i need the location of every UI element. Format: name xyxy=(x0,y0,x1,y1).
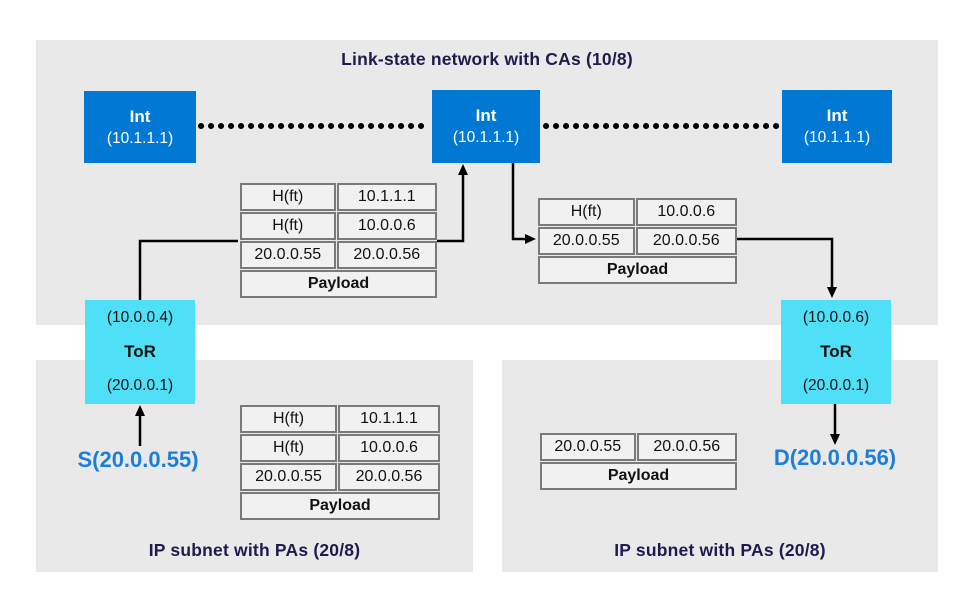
header-value: 10.1.1.1 xyxy=(338,405,440,433)
right-subnet-caption: IP subnet with PAs (20/8) xyxy=(614,540,826,560)
payload-cell: Payload xyxy=(240,270,437,298)
header-field: H(ft) xyxy=(240,212,336,240)
destination-address: 20.0.0.56 xyxy=(636,433,737,461)
backbone-title: Link-state network with CAs (10/8) xyxy=(341,49,633,69)
int-router-middle-address: (10.1.1.1) xyxy=(452,129,520,146)
packet-row: 20.0.0.55 20.0.0.56 xyxy=(240,463,440,491)
header-field: H(ft) xyxy=(538,198,635,226)
payload-cell: Payload xyxy=(240,492,440,520)
payload-cell: Payload xyxy=(540,462,737,490)
tor-left-name: ToR xyxy=(124,342,156,361)
source-address: 20.0.0.55 xyxy=(240,463,337,491)
header-value: 10.1.1.1 xyxy=(336,183,437,211)
destination-address: 20.0.0.56 xyxy=(336,241,437,269)
header-value: 10.0.0.6 xyxy=(338,434,440,462)
packet-table-mid-right: H(ft) 10.0.0.6 20.0.0.55 20.0.0.56 Paylo… xyxy=(538,198,737,284)
int-router-left: Int (10.1.1.1) xyxy=(84,91,196,163)
tor-right-pa-address: (20.0.0.1) xyxy=(802,377,870,394)
destination-address: 20.0.0.56 xyxy=(635,227,737,255)
packet-row: Payload xyxy=(538,256,737,284)
packet-row: Payload xyxy=(540,462,737,490)
header-field: H(ft) xyxy=(240,434,337,462)
packet-row: 20.0.0.55 20.0.0.56 xyxy=(240,241,437,269)
tor-switch-left: (10.0.0.4) ToR (20.0.0.1) xyxy=(85,300,195,404)
int-router-right-name: Int xyxy=(826,106,848,125)
packet-table-bottom-left: H(ft) 10.1.1.1 H(ft) 10.0.0.6 20.0.0.55 … xyxy=(240,405,440,520)
left-subnet-caption: IP subnet with PAs (20/8) xyxy=(148,540,361,560)
packet-row: Payload xyxy=(240,270,437,298)
int-router-middle: Int (10.1.1.1) xyxy=(432,90,540,163)
packet-row: H(ft) 10.0.0.6 xyxy=(240,434,440,462)
tor-right-ca-address: (10.0.0.6) xyxy=(802,309,870,326)
packet-row: Payload xyxy=(240,492,440,520)
packet-row: H(ft) 10.0.0.6 xyxy=(538,198,737,226)
packet-table-mid-left: H(ft) 10.1.1.1 H(ft) 10.0.0.6 20.0.0.55 … xyxy=(240,183,437,298)
destination-endpoint-label: D(20.0.0.56) xyxy=(773,445,897,470)
header-value: 10.0.0.6 xyxy=(336,212,437,240)
packet-row: H(ft) 10.0.0.6 xyxy=(240,212,437,240)
packet-row: H(ft) 10.1.1.1 xyxy=(240,183,437,211)
source-endpoint-label: S(20.0.0.55) xyxy=(77,447,199,472)
int-router-left-name: Int xyxy=(129,106,151,126)
int-router-right-address: (10.1.1.1) xyxy=(803,129,871,146)
packet-row: 20.0.0.55 20.0.0.56 xyxy=(540,433,737,461)
source-address: 20.0.0.55 xyxy=(240,241,336,269)
packet-row: 20.0.0.55 20.0.0.56 xyxy=(538,227,737,255)
source-address: 20.0.0.55 xyxy=(538,227,635,255)
tor-left-pa-address: (20.0.0.1) xyxy=(106,377,174,394)
tor-switch-right: (10.0.0.6) ToR (20.0.0.1) xyxy=(781,300,891,404)
header-field: H(ft) xyxy=(240,183,336,211)
source-address: 20.0.0.55 xyxy=(540,433,636,461)
backbone-region xyxy=(36,40,938,325)
tor-right-name: ToR xyxy=(820,342,852,361)
destination-address: 20.0.0.56 xyxy=(338,463,440,491)
payload-cell: Payload xyxy=(538,256,737,284)
header-field: H(ft) xyxy=(240,405,337,433)
int-router-right: Int (10.1.1.1) xyxy=(782,90,892,163)
packet-table-bottom-right: 20.0.0.55 20.0.0.56 Payload xyxy=(540,433,737,490)
header-value: 10.0.0.6 xyxy=(635,198,737,226)
int-router-left-address: (10.1.1.1) xyxy=(106,129,174,147)
packet-row: H(ft) 10.1.1.1 xyxy=(240,405,440,433)
int-router-middle-name: Int xyxy=(475,106,497,125)
tor-left-ca-address: (10.0.0.4) xyxy=(106,309,174,326)
